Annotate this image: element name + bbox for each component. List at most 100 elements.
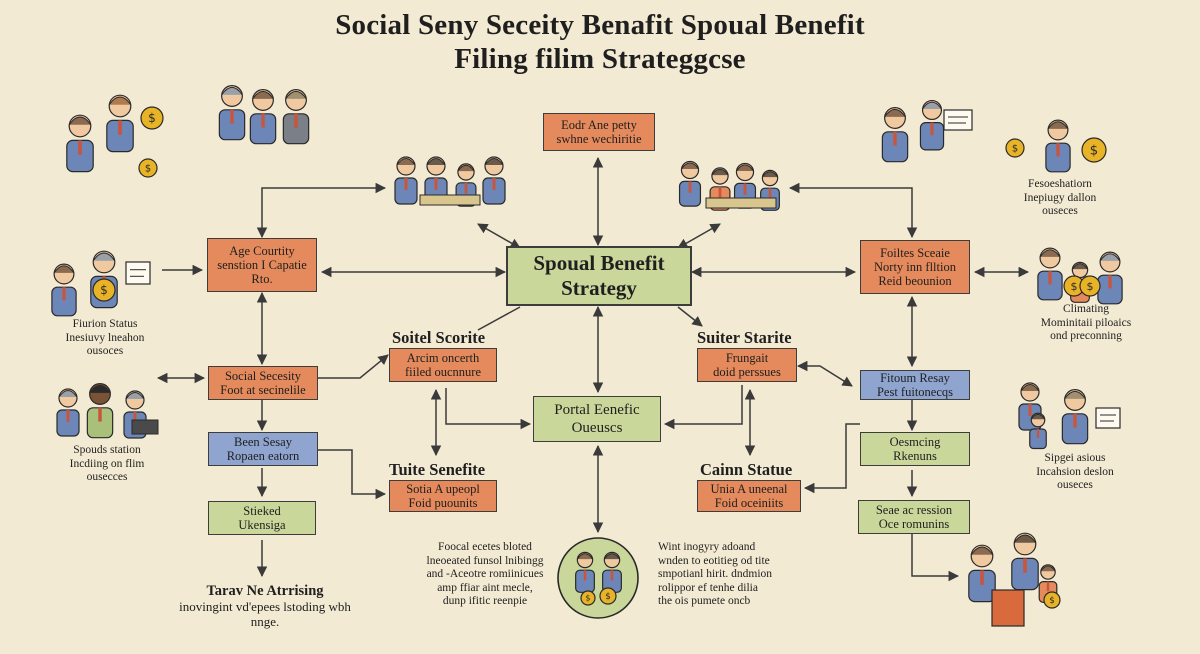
unia-line-2: Foid oceiniits xyxy=(714,496,784,510)
spouds-caption: Spouds station Incdiing on flim ousecces xyxy=(42,444,172,485)
chart-board-icon xyxy=(1095,407,1121,429)
what-caption: Wint inogyry adoand wnden to eotitieg od… xyxy=(658,541,808,609)
been-node-line-1: Been Sesay xyxy=(234,435,292,449)
right-top-line-2: Norty inn flltion xyxy=(874,260,956,274)
sipgei-line-2: Incahsion deslon xyxy=(1036,465,1114,478)
svg-text:$: $ xyxy=(1071,280,1078,293)
person-icon xyxy=(919,99,945,151)
person-icon xyxy=(218,85,246,141)
person-icon xyxy=(482,156,506,205)
svg-text:$: $ xyxy=(1049,596,1055,606)
climating-line-2: Mominitaii piloaics xyxy=(1040,316,1132,329)
filing-status-line-3: ousoces xyxy=(86,345,124,357)
right-top-line-3: Reid beounion xyxy=(878,274,952,288)
person-icon xyxy=(575,551,595,593)
desk-icon xyxy=(419,194,481,206)
desk-icon xyxy=(705,197,777,209)
dollar-coin-icon: $ xyxy=(1043,591,1061,609)
portal-node: Portal Eenefic Oueuscs xyxy=(533,396,661,442)
person-icon xyxy=(678,160,702,207)
dollar-coin-icon: $ xyxy=(92,278,116,302)
what-line-1: Wint inogyry adoand xyxy=(658,541,756,553)
frungait-line-2: doid perssues xyxy=(713,365,781,379)
svg-text:$: $ xyxy=(1087,280,1094,293)
foocal-caption: Foocal ecetes bloted lneoeated funsol ln… xyxy=(412,541,558,609)
person-icon xyxy=(282,89,310,145)
sotia-node: Sotia A upeopl Foid puounits xyxy=(389,480,497,512)
portal-line-1: Portal Eenefic xyxy=(554,402,640,418)
forecast-line-3: ouseces xyxy=(1042,205,1078,217)
age-node-line-3: Rto. xyxy=(251,272,273,286)
dollar-coin-icon: $ xyxy=(1079,275,1101,297)
top-node: Eodr Ane petty swhne wechiritie xyxy=(543,113,655,151)
couple-savings-icon xyxy=(557,537,639,619)
unia-node: Unia A uneenal Foid oceiniits xyxy=(697,480,801,512)
title-line-2: Filing filim Strateggcse xyxy=(454,43,746,75)
sipgei-line-1: Sipgei asious xyxy=(1044,452,1106,464)
social-security-line-1: Social Secesity xyxy=(224,369,302,383)
diagram-title: Social Seny Seceity Benafit Spoual Benef… xyxy=(0,8,1200,76)
stoked-node-line-2: Ukensiga xyxy=(238,518,286,532)
arcim-node: Arcim oncerth fiiled oucnnure xyxy=(389,348,497,382)
foocal-line-2: lneoeated funsol lnibingg xyxy=(426,554,544,567)
svg-text:$: $ xyxy=(605,592,611,602)
unia-line-1: Unia A uneenal xyxy=(710,482,788,496)
person-icon xyxy=(394,156,418,205)
forecast-line-1: Fesoeshatiorn xyxy=(1028,178,1092,190)
seae-line-2: Oce romunins xyxy=(878,517,950,531)
tarav-line-3: nnge. xyxy=(250,614,280,629)
what-line-4: rolippor ef tenhe dilia xyxy=(658,581,758,594)
frungait-node: Frungait doid perssues xyxy=(697,348,797,382)
climating-line-1: Climating xyxy=(1063,303,1109,315)
dollar-coin-icon: $ xyxy=(138,158,158,178)
center-line-1: Spoual Benefit xyxy=(533,251,665,275)
sipgei-line-3: ouseces xyxy=(1057,479,1093,491)
climating-caption: Climating Mominitaii piloaics ond precon… xyxy=(1008,303,1164,344)
oesmcing-node: Oesmcing Rkenuns xyxy=(860,432,970,466)
fitoum-node: Fitoum Resay Pest fuitonecqs xyxy=(860,370,970,400)
dollar-coin-icon: $ xyxy=(599,587,617,605)
person-icon xyxy=(249,89,277,145)
spouds-line-1: Spouds station xyxy=(73,444,141,456)
arcim-line-2: fiiled oucnnure xyxy=(404,365,481,379)
arcim-line-1: Arcim oncerth xyxy=(406,351,480,365)
person-icon xyxy=(1029,412,1047,450)
foocal-line-1: Foocal ecetes bloted xyxy=(438,541,532,553)
seae-line-1: Seae ac ression xyxy=(875,503,953,517)
briefcase-icon xyxy=(131,419,159,435)
social-security-node: Social Secesity Foot at secinelile xyxy=(208,366,318,400)
spouds-line-3: ousecces xyxy=(86,471,128,483)
top-node-line-1: Eodr Ane petty xyxy=(561,118,637,132)
right-top-node: Foiltes Sceaie Norty inn flltion Reid be… xyxy=(860,240,970,294)
person-icon xyxy=(1045,119,1071,173)
svg-text:$: $ xyxy=(1012,143,1018,154)
been-node: Been Sesay Ropaen eatorn xyxy=(208,432,318,466)
what-line-3: smpotianl hirit. dndmion xyxy=(658,568,773,580)
what-line-5: the ois pumete oncb xyxy=(658,595,751,607)
cainn-heading: Cainn Statue xyxy=(700,460,793,479)
filing-status-line-2: Inesiuvy lneahon xyxy=(65,331,145,344)
person-icon xyxy=(1011,532,1039,591)
chart-board-icon xyxy=(125,261,151,285)
person-icon xyxy=(106,94,134,153)
person-icon xyxy=(968,544,996,603)
svg-text:$: $ xyxy=(100,283,108,297)
stoked-node-line-1: Stieked xyxy=(243,504,281,518)
person-icon xyxy=(602,551,622,593)
tarav-caption: Tarav Ne Atrrising inovingint vd'epees l… xyxy=(160,584,370,630)
what-line-2: wnden to eotitieg od tite xyxy=(658,554,770,567)
person-icon xyxy=(1097,251,1123,305)
dollar-coin-icon: $ xyxy=(1081,137,1107,163)
dollar-coin-icon: $ xyxy=(1063,275,1085,297)
safe-icon xyxy=(991,589,1025,627)
age-node-line-2: senstion I Capatie xyxy=(217,258,307,272)
person-icon xyxy=(56,388,80,437)
social-security-line-2: Foot at secinelile xyxy=(220,383,306,397)
age-node: Age Courtity senstion I Capatie Rto. xyxy=(207,238,317,292)
person-icon xyxy=(66,114,94,173)
seae-node: Seae ac ression Oce romunins xyxy=(858,500,970,534)
age-node-line-1: Age Courtity xyxy=(229,244,295,258)
spousal-benefit-strategy-node: Spoual Benefit Strategy xyxy=(506,246,692,306)
svg-text:$: $ xyxy=(145,163,151,174)
